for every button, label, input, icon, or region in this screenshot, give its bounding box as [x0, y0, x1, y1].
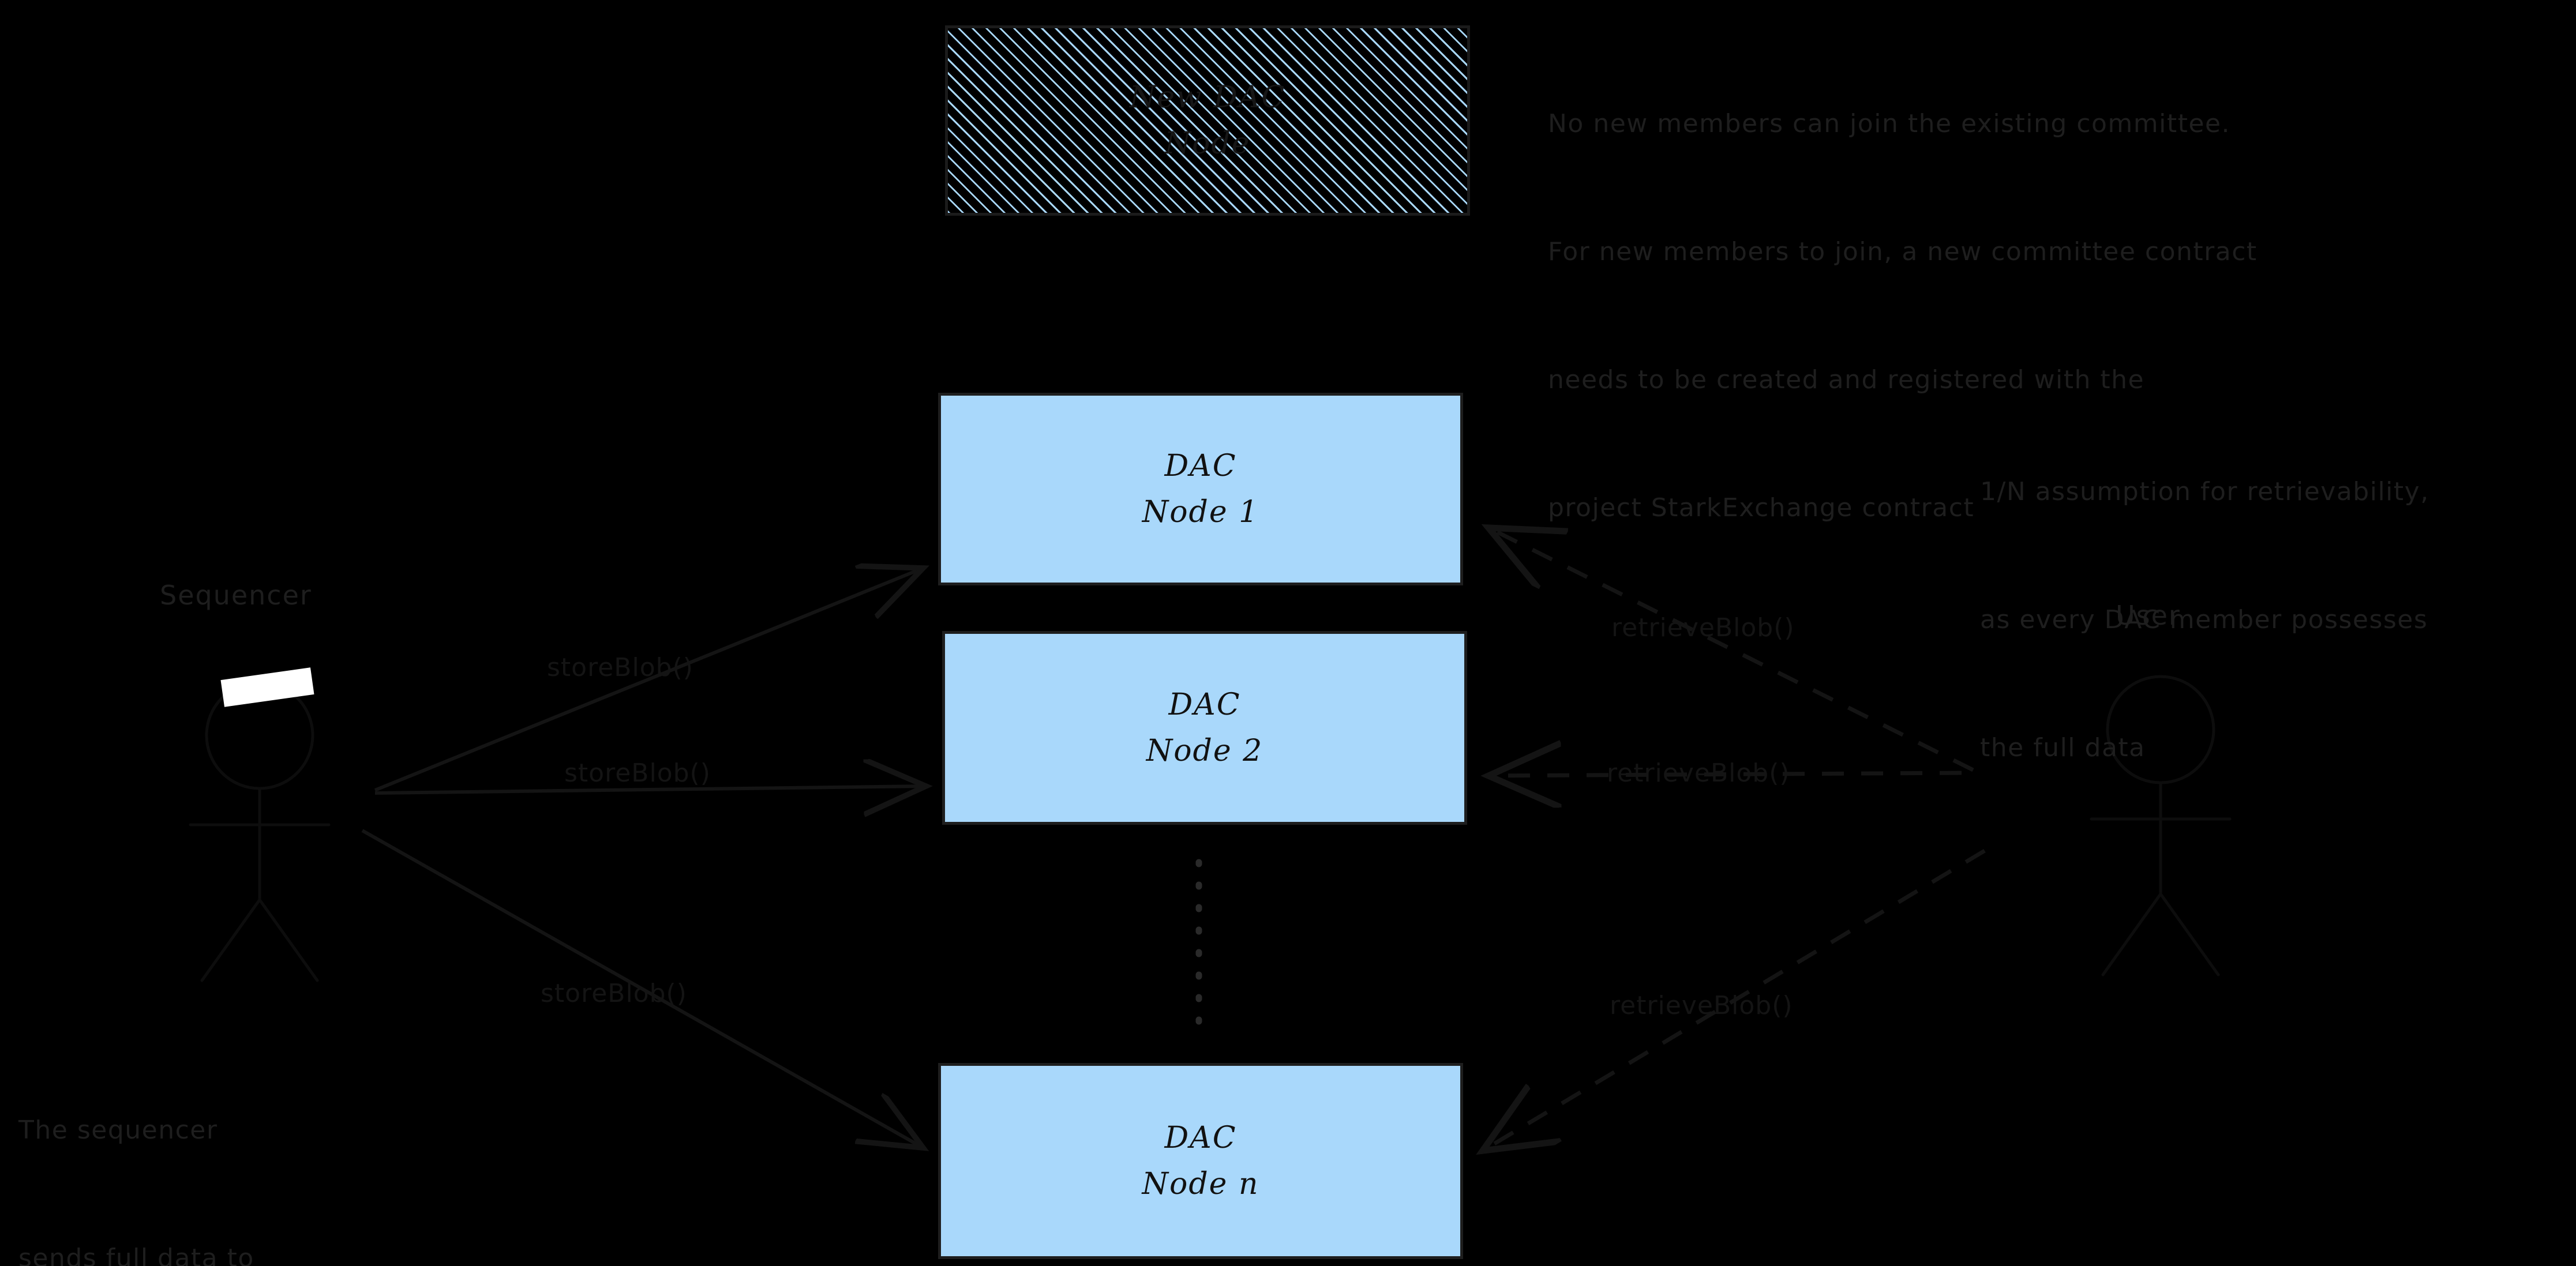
node-dac-n-line1: DAC	[1164, 1121, 1237, 1155]
annotation-sequencer-note-line1: The sequencer	[18, 1115, 218, 1145]
node-dac-n-line2: Node n	[1142, 1167, 1259, 1201]
annotation-new-member-line2: For new members to join, a new committee…	[1548, 237, 2258, 266]
edge-label-store-node2: storeBlob()	[564, 758, 711, 788]
node-dac-2-line1: DAC	[1168, 688, 1241, 722]
edge-store-node2	[374, 786, 926, 793]
annotation-retrievability: 1/N assumption for retrievability, as ev…	[1980, 385, 2429, 855]
node-dac-1-line1: DAC	[1164, 449, 1237, 483]
annotation-new-member: No new members can join the existing com…	[1548, 17, 2258, 615]
user-actor-icon	[2090, 675, 2232, 976]
node-new-dac-line2: Node	[1164, 126, 1251, 161]
node-new-dac-line1: New DAC	[1129, 80, 1286, 115]
annotation-new-member-line1: No new members can join the existing com…	[1548, 109, 2230, 138]
node-dac-1-line2: Node 1	[1142, 495, 1259, 529]
annotation-retrievability-line3: the full data	[1980, 733, 2146, 762]
node-new-dac[interactable]: New DAC Node	[945, 25, 1470, 216]
annotation-new-member-line3: needs to be created and registered with …	[1548, 365, 2145, 395]
edge-retrieve-node2	[1488, 773, 1962, 776]
edge-label-retrieve-noden: retrieveBlob()	[1610, 991, 1793, 1020]
annotation-sequencer-note: The sequencer sends full data to all mem…	[18, 1024, 330, 1266]
edge-retrieve-noden	[1483, 848, 1986, 1151]
node-dac-n[interactable]: DAC Node n	[938, 1063, 1463, 1259]
annotation-retrievability-line1: 1/N assumption for retrievability,	[1980, 477, 2429, 506]
node-dac-2-line2: Node 2	[1146, 734, 1263, 768]
edge-label-retrieve-node2: retrieveBlob()	[1607, 758, 1790, 788]
edge-label-retrieve-node1: retrieveBlob()	[1611, 613, 1795, 643]
edge-store-noden	[361, 829, 923, 1148]
edge-label-store-noden: storeBlob()	[541, 979, 687, 1008]
sequencer-label: Sequencer	[160, 580, 312, 611]
sequencer-actor-icon	[189, 681, 331, 982]
node-dac-2[interactable]: DAC Node 2	[942, 631, 1467, 825]
user-label: User	[2116, 600, 2181, 631]
annotation-retrievability-line2: as every DAC member possesses	[1980, 605, 2428, 634]
edge-label-store-node1: storeBlob()	[547, 653, 693, 682]
edge-retrieve-node1	[1488, 528, 1974, 772]
annotation-new-member-line4: project StarkExchange contract	[1548, 493, 1975, 523]
annotation-sequencer-note-line2: sends full data to	[18, 1244, 254, 1266]
node-dac-1[interactable]: DAC Node 1	[938, 393, 1463, 585]
edge-store-node1	[374, 568, 923, 792]
